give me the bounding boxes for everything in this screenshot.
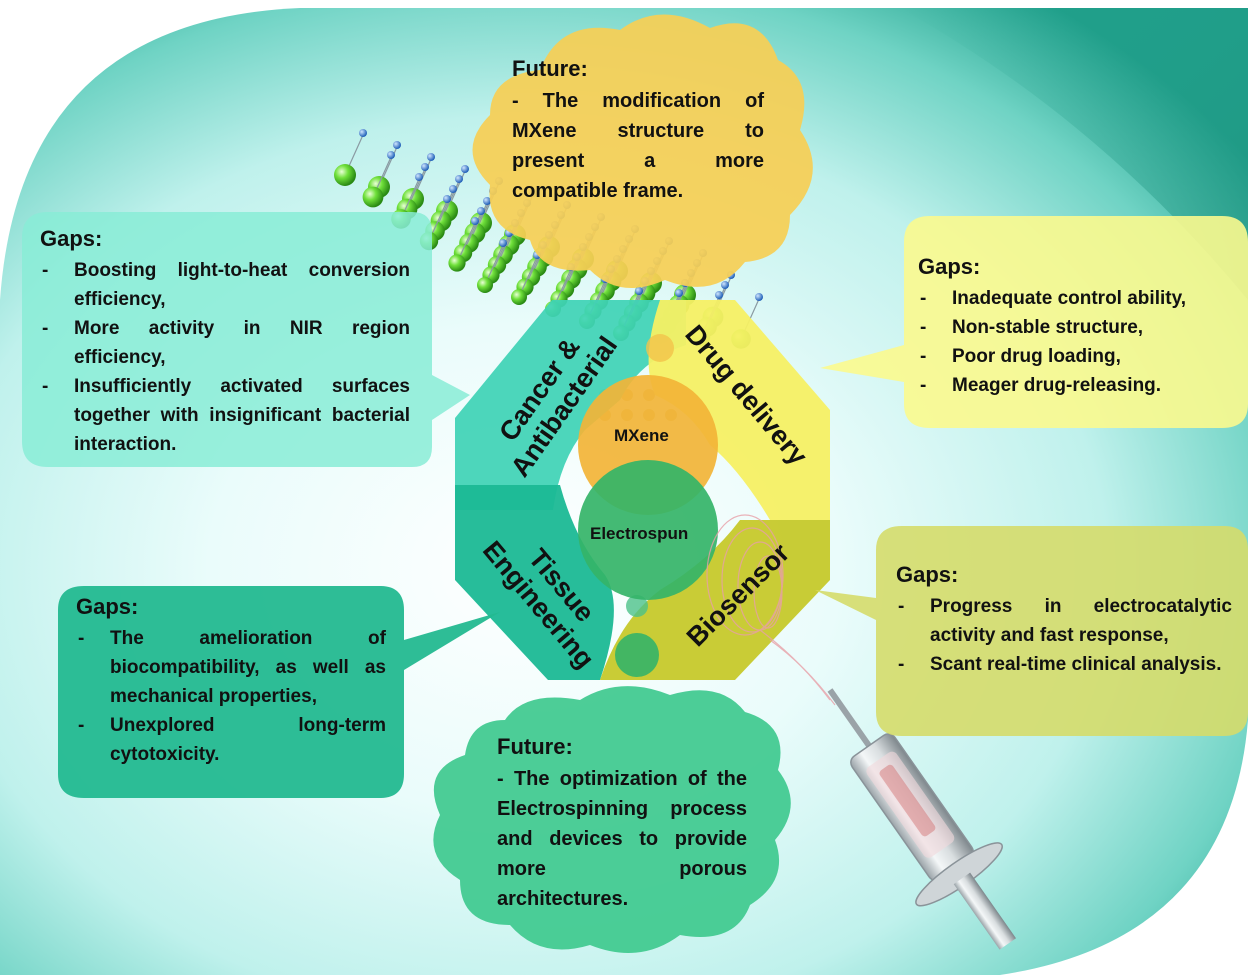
gaps-tissue-item: Unexplored long-term cytotoxicity. (76, 711, 386, 769)
lattice-atom (477, 277, 493, 293)
lattice-atom-small (461, 165, 469, 173)
drug-delivery-segment (648, 300, 830, 520)
gaps-biosensor-item: Progress in electrocatalytic activity an… (896, 592, 1232, 650)
gaps-drug-item: Meager drug-releasing. (918, 371, 1238, 400)
gaps-drug-item: Inadequate control ability, (918, 284, 1238, 313)
lattice-atom-small (421, 163, 429, 171)
gaps-tissue-item: The amelioration of biocompatibility, as… (76, 624, 386, 711)
gaps-drug-item: Poor drug loading, (918, 342, 1238, 371)
lattice-atom-small (483, 197, 491, 205)
gaps-drug-box: Gaps: Inadequate control ability, Non-st… (918, 252, 1238, 400)
gaps-cancer-heading: Gaps: (40, 226, 103, 251)
future-top-body: - The modification of MXene structure to… (512, 90, 764, 202)
lattice-atom-small (427, 153, 435, 161)
gaps-cancer-item: Boosting light-to-heat conversion effici… (40, 256, 410, 314)
lattice-atom-small (755, 293, 763, 301)
decor-bubble (615, 633, 659, 677)
lattice-atom-small (415, 173, 423, 181)
future-top-cloud (472, 14, 813, 289)
gaps-cancer-item: More activity in NIR region efficiency, (40, 314, 410, 372)
future-bottom-text: Future: - The optimization of the Electr… (497, 732, 747, 914)
mxene-label: MXene (614, 426, 669, 445)
lattice-atom-small (387, 151, 395, 159)
lattice-atom-small (471, 217, 479, 225)
gaps-biosensor-box: Gaps: Progress in electrocatalytic activ… (896, 560, 1232, 679)
lattice-atom-small (359, 129, 367, 137)
lattice-atom (448, 254, 466, 272)
lattice-atom-small (455, 175, 463, 183)
future-top-heading: Future: (512, 56, 588, 81)
future-bottom-cloud (433, 686, 791, 953)
background-corner-shade (900, 8, 1248, 300)
lattice-atom-small (443, 195, 451, 203)
syringe-illustration (827, 688, 1017, 950)
gaps-drug-item: Non-stable structure, (918, 313, 1238, 342)
fibre-swirl-illustration (706, 514, 836, 706)
lattice-atom-small (715, 291, 723, 299)
lattice-atom-small (393, 141, 401, 149)
future-bottom-body: - The optimization of the Electrospinnin… (497, 768, 747, 910)
gaps-cancer-item: Insufficiently activated surfaces togeth… (40, 372, 410, 459)
gaps-tissue-box: Gaps: The amelioration of biocompatibili… (76, 592, 386, 769)
decor-bubble (626, 595, 648, 617)
cancer-antibacterial-segment (455, 300, 686, 510)
lattice-atom (511, 289, 527, 305)
gaps-biosensor-item: Scant real-time clinical analysis. (896, 650, 1232, 679)
future-top-text: Future: - The modification of MXene stru… (512, 54, 764, 206)
lattice-atom (334, 164, 356, 186)
gaps-drug-heading: Gaps: (918, 254, 981, 279)
gaps-tissue-heading: Gaps: (76, 594, 139, 619)
lattice-atom-small (499, 239, 507, 247)
decor-bubble (646, 334, 674, 362)
lattice-atom-small (635, 287, 643, 295)
gaps-cancer-box: Gaps: Boosting light-to-heat conversion … (40, 224, 410, 459)
electrospun-label: Electrospun (590, 524, 689, 543)
electrospun-circle (578, 460, 718, 600)
future-bottom-heading: Future: (497, 734, 573, 759)
lattice-atom-small (477, 207, 485, 215)
tissue-engineering-segment (455, 485, 614, 680)
lattice-atom-small (449, 185, 457, 193)
lattice-atom (362, 186, 384, 208)
lattice-atom-small (721, 281, 729, 289)
lattice-atom-small (675, 289, 683, 297)
gaps-biosensor-heading: Gaps: (896, 562, 959, 587)
